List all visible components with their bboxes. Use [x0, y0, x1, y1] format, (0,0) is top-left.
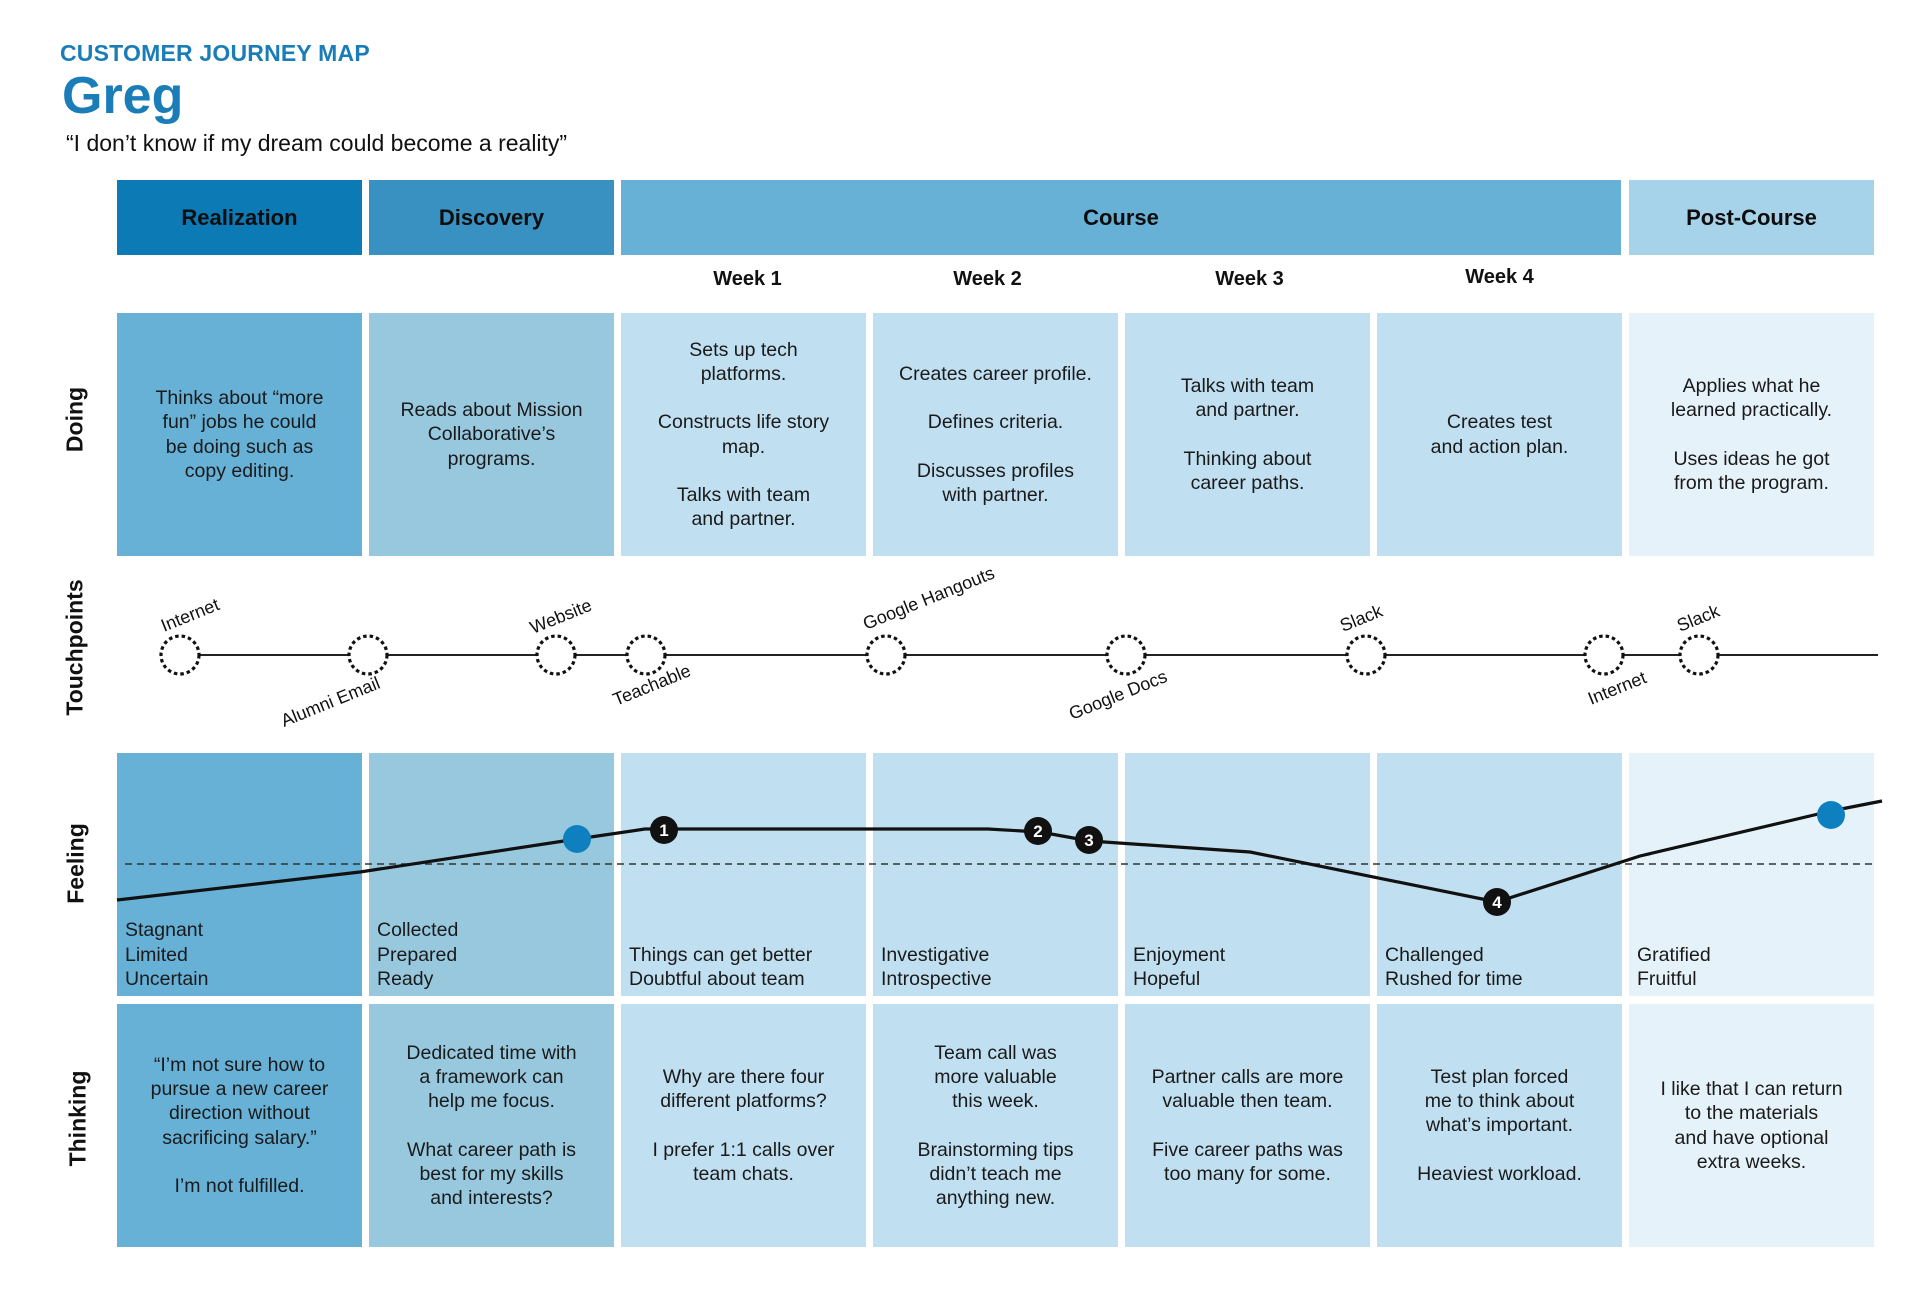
map-kicker: CUSTOMER JOURNEY MAP	[60, 40, 370, 66]
doing-discovery: Reads about Mission Collaborative’s prog…	[369, 313, 614, 556]
touchpoint-google-docs: Google Docs	[1066, 634, 1170, 724]
touchpoint-label: Slack	[1337, 600, 1386, 635]
touchpoint-node	[1583, 634, 1625, 676]
touchpoint-node	[535, 634, 577, 676]
feeling-discovery: Collected Prepared Ready	[369, 753, 614, 996]
feeling-dot	[1817, 801, 1845, 829]
marker-circle	[1483, 888, 1511, 916]
touchpoint-node	[625, 634, 667, 676]
touchpoint-label: Alumni Email	[278, 673, 383, 731]
feeling-realization: Stagnant Limited Uncertain	[117, 753, 362, 996]
doing-week-1: Sets up tech platforms. Constructs life …	[621, 313, 866, 556]
phase-post-course: Post-Course	[1629, 180, 1874, 255]
touchpoint-slack-2: Slack	[1674, 600, 1723, 676]
week-2-label: Week 2	[953, 268, 1022, 290]
touchpoint-internet: Internet	[158, 594, 222, 676]
touchpoint-label: Slack	[1674, 600, 1723, 635]
doing-realization: Thinks about “more fun” jobs he could be…	[117, 313, 362, 556]
feeling-text: Stagnant Limited Uncertain	[125, 919, 209, 991]
phase-label: Realization	[181, 204, 298, 230]
marker-circle	[1024, 817, 1052, 845]
touchpoint-node	[347, 634, 389, 676]
feeling-week-2: Investigative Introspective	[873, 753, 1118, 996]
feeling-week-3: Enjoyment Hopeful	[1125, 753, 1370, 996]
thinking-week-4: Test plan forced me to think about what’…	[1377, 1004, 1622, 1247]
feeling-marker-2: 2	[1024, 817, 1052, 845]
touchpoint-node	[159, 634, 201, 676]
marker-circle	[650, 816, 678, 844]
touchpoint-node	[1678, 634, 1720, 676]
marker-number: 1	[659, 821, 668, 840]
doing-week-2: Creates career profile. Defines criteria…	[873, 313, 1118, 556]
feeling-marker-1: 1	[650, 816, 678, 844]
touchpoint-label: Google Hangouts	[860, 563, 997, 634]
thinking-week-2: Team call was more valuable this week. B…	[873, 1004, 1118, 1247]
touchpoint-node	[865, 634, 907, 676]
phase-course: Course	[621, 180, 1621, 255]
touchpoint-google-hangouts: Google Hangouts	[860, 563, 997, 676]
phase-label: Course	[1083, 204, 1159, 230]
week-4-label: Week 4	[1465, 266, 1534, 288]
feeling-dot	[563, 825, 591, 853]
thinking-week-1: Why are there four different platforms? …	[621, 1004, 866, 1247]
touchpoint-teachable: Teachable	[610, 634, 694, 710]
touchpoint-label: Internet	[158, 594, 222, 635]
phase-realization: Realization	[117, 180, 362, 255]
doing-week-4: Creates test and action plan.	[1377, 313, 1622, 556]
marker-number: 2	[1033, 822, 1042, 841]
persona-quote: “I don’t know if my dream could become a…	[66, 130, 568, 156]
touchpoint-node	[1105, 634, 1147, 676]
week-1-label: Week 1	[713, 268, 782, 290]
touchpoint-alumni-email: Alumni Email	[278, 634, 389, 731]
touchpoint-website: Website	[527, 595, 594, 676]
phase-discovery: Discovery	[369, 180, 614, 255]
week-3-label: Week 3	[1215, 268, 1284, 290]
feeling-curve	[116, 799, 1883, 904]
feeling-marker-3: 3	[1075, 826, 1103, 854]
touchpoint-internet-2: Internet	[1583, 634, 1649, 709]
persona-name: Greg	[62, 67, 184, 125]
feeling-marker-4: 4	[1483, 888, 1511, 916]
phase-label: Discovery	[438, 204, 545, 230]
doing-week-3: Talks with team and partner. Thinking ab…	[1125, 313, 1370, 556]
feeling-text: Investigative Introspective	[881, 943, 992, 991]
thinking-post-course: I like that I can return to the material…	[1629, 1004, 1874, 1247]
feeling-post-course: Gratified Fruitful	[1629, 753, 1874, 996]
thinking-week-3: Partner calls are more valuable then tea…	[1125, 1004, 1370, 1247]
touchpoint-node	[1345, 634, 1387, 676]
thinking-realization: “I’m not sure how to pursue a new career…	[117, 1004, 362, 1247]
feeling-week-1: Things can get better Doubtful about tea…	[621, 753, 866, 996]
feeling-text: Challenged Rushed for time	[1385, 943, 1523, 991]
marker-circle	[1075, 826, 1103, 854]
feeling-text: Things can get better Doubtful about tea…	[629, 943, 813, 991]
feeling-text: Gratified Fruitful	[1637, 943, 1711, 991]
marker-number: 3	[1084, 831, 1093, 850]
thinking-discovery: Dedicated time with a framework can help…	[369, 1004, 614, 1247]
touchpoint-label: Website	[527, 595, 594, 638]
touchpoint-slack: Slack	[1337, 600, 1387, 676]
marker-number: 4	[1492, 893, 1502, 912]
touchpoint-label: Google Docs	[1066, 666, 1170, 724]
doing-post-course: Applies what he learned practically. Use…	[1629, 313, 1874, 556]
feeling-text: Collected Prepared Ready	[377, 919, 459, 991]
feeling-text: Enjoyment Hopeful	[1133, 943, 1226, 991]
touchpoint-label: Internet	[1585, 667, 1649, 708]
phase-label: Post-Course	[1686, 204, 1817, 230]
